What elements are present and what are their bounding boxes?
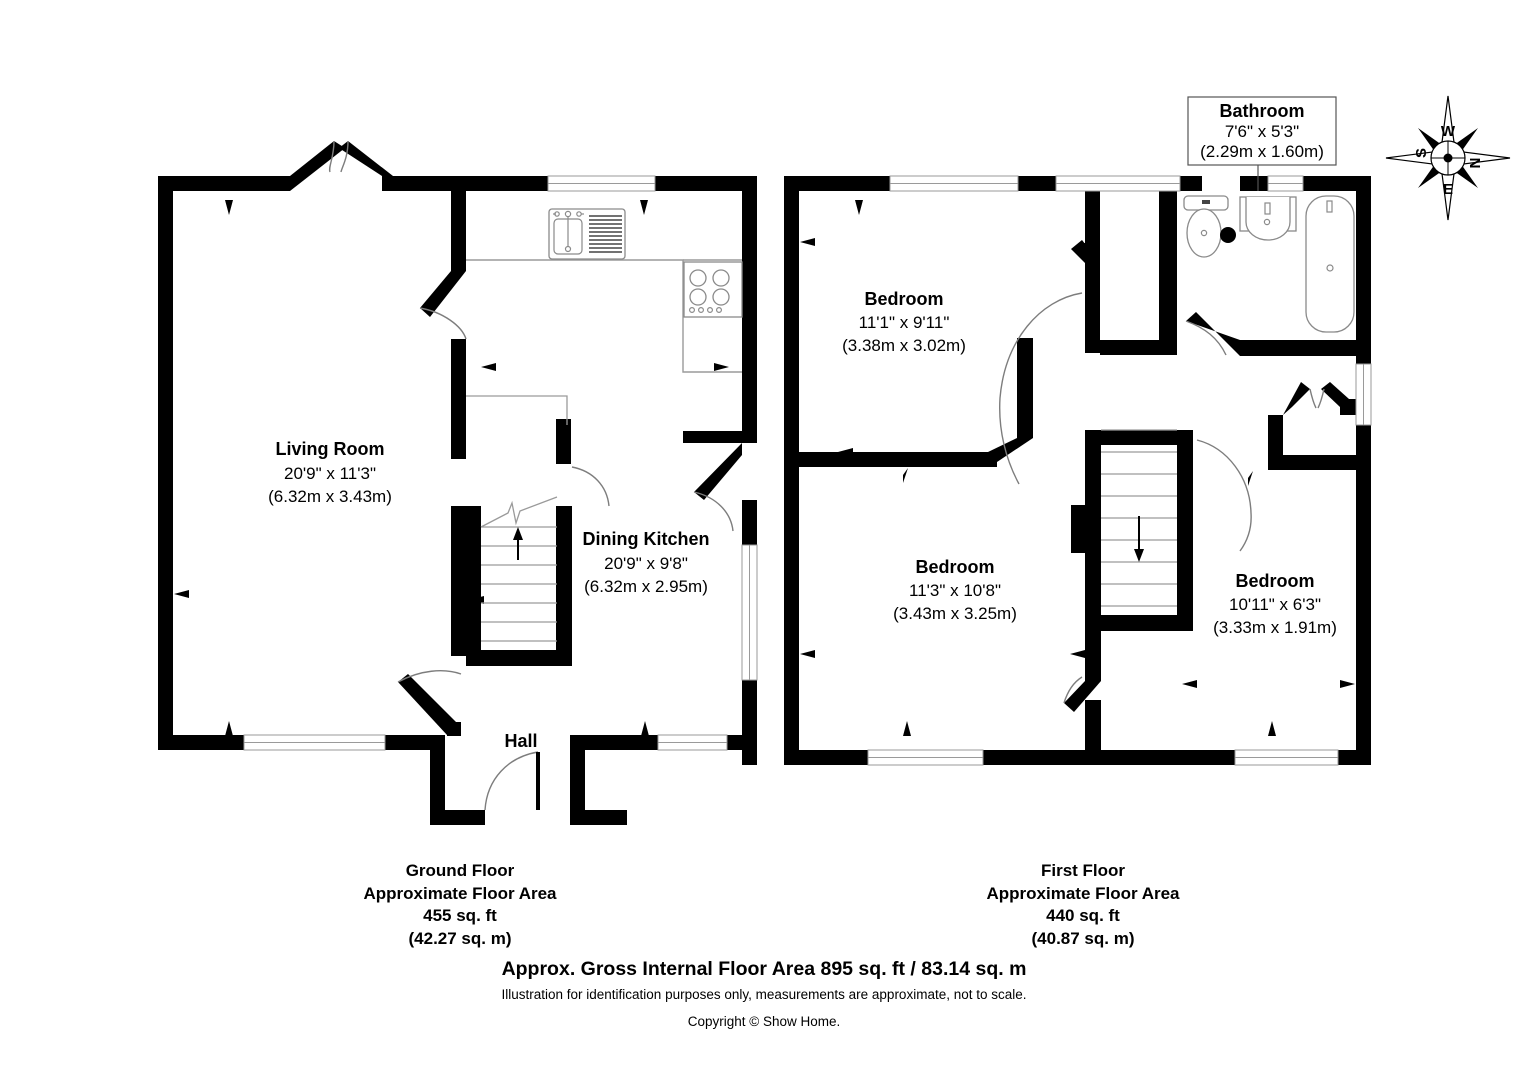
wash-basin-icon <box>1239 196 1297 241</box>
ground-floor-walls <box>158 141 757 825</box>
hob-icon <box>683 261 743 318</box>
room-dim-bathroom-imperial: 7'6" x 5'3" <box>1225 122 1299 141</box>
ground-floor-door-swings <box>328 140 734 811</box>
compass-label-bottom: E <box>1443 181 1453 198</box>
first-caption-line2: Approximate Floor Area <box>986 884 1180 903</box>
toilet-icon <box>1186 208 1222 258</box>
first-caption-line4: (40.87 sq. m) <box>1032 929 1135 948</box>
bathroom-callout: Bathroom 7'6" x 5'3" (2.29m x 1.60m) <box>1187 96 1337 191</box>
first-floor-plan: Bathroom 7'6" x 5'3" (2.29m x 1.60m) Bed… <box>784 96 1372 766</box>
room-dim-bathroom-metric: (2.29m x 1.60m) <box>1200 142 1324 161</box>
staircase-up <box>480 496 558 642</box>
room-dim-bedroom-3-imperial: 10'11" x 6'3" <box>1229 595 1321 614</box>
kitchen-worktop <box>466 259 742 373</box>
first-floor-caption: First Floor Approximate Floor Area 440 s… <box>986 861 1180 948</box>
compass-rose: W N E S <box>1385 95 1511 221</box>
first-floor-walls <box>784 176 1371 765</box>
room-label-bathroom: Bathroom <box>1220 101 1305 121</box>
room-dim-living-room-metric: (6.32m x 3.43m) <box>268 487 392 506</box>
room-label-bedroom-3: Bedroom <box>1235 571 1314 591</box>
compass-label-right: N <box>1466 158 1483 169</box>
floor-captions: Ground Floor Approximate Floor Area 455 … <box>363 861 1180 1029</box>
disclaimer-text: Illustration for identification purposes… <box>501 987 1026 1002</box>
room-dim-bedroom-1-imperial: 11'1" x 9'11" <box>859 313 950 332</box>
room-label-living-room: Living Room <box>276 439 385 459</box>
room-dim-bedroom-2-metric: (3.43m x 3.25m) <box>893 604 1017 623</box>
ground-floor-windows <box>243 175 758 751</box>
bath-tub-icon <box>1305 195 1355 333</box>
first-floor-wall-markers <box>800 200 1355 736</box>
ground-caption-line3: 455 sq. ft <box>423 906 497 925</box>
room-dim-dining-kitchen-metric: (6.32m x 2.95m) <box>584 577 708 596</box>
bathroom-fixtures <box>1183 195 1355 333</box>
ground-caption-line4: (42.27 sq. m) <box>409 929 512 948</box>
first-floor-room-labels: Bedroom 11'1" x 9'11" (3.38m x 3.02m) Be… <box>842 289 1337 637</box>
ground-floor-wall-markers <box>174 200 729 736</box>
room-label-bedroom-1: Bedroom <box>864 289 943 309</box>
room-dim-bedroom-3-metric: (3.33m x 1.91m) <box>1213 618 1337 637</box>
room-label-bedroom-2: Bedroom <box>915 557 994 577</box>
first-caption-line3: 440 sq. ft <box>1046 906 1120 925</box>
understair-cupboard <box>466 395 568 425</box>
room-dim-bedroom-1-metric: (3.38m x 3.02m) <box>842 336 966 355</box>
room-dim-dining-kitchen-imperial: 20'9" x 9'8" <box>604 554 688 573</box>
room-label-hall: Hall <box>504 731 537 751</box>
ground-caption-line1: Ground Floor <box>406 861 515 880</box>
copyright-text: Copyright © Show Home. <box>688 1014 841 1029</box>
radiator-dot-icon <box>1220 227 1236 243</box>
room-label-dining-kitchen: Dining Kitchen <box>583 529 710 549</box>
sink-icon <box>548 208 626 260</box>
ground-caption-line2: Approximate Floor Area <box>363 884 557 903</box>
first-floor-windows <box>867 175 1372 766</box>
room-dim-living-room-imperial: 20'9" x 11'3" <box>284 464 376 483</box>
first-caption-line1: First Floor <box>1041 861 1125 880</box>
room-dim-bedroom-2-imperial: 11'3" x 10'8" <box>909 581 1001 600</box>
gross-area-title: Approx. Gross Internal Floor Area 895 sq… <box>502 958 1027 980</box>
compass-label-left: S <box>1413 148 1430 158</box>
first-floor-door-swings <box>998 292 1325 704</box>
ground-floor-caption: Ground Floor Approximate Floor Area 455 … <box>363 861 557 948</box>
staircase-down <box>1101 429 1177 607</box>
compass-label-top: W <box>1441 123 1456 140</box>
ground-floor-room-labels: Living Room 20'9" x 11'3" (6.32m x 3.43m… <box>268 439 709 751</box>
ground-floor-plan: Living Room 20'9" x 11'3" (6.32m x 3.43m… <box>158 140 758 825</box>
